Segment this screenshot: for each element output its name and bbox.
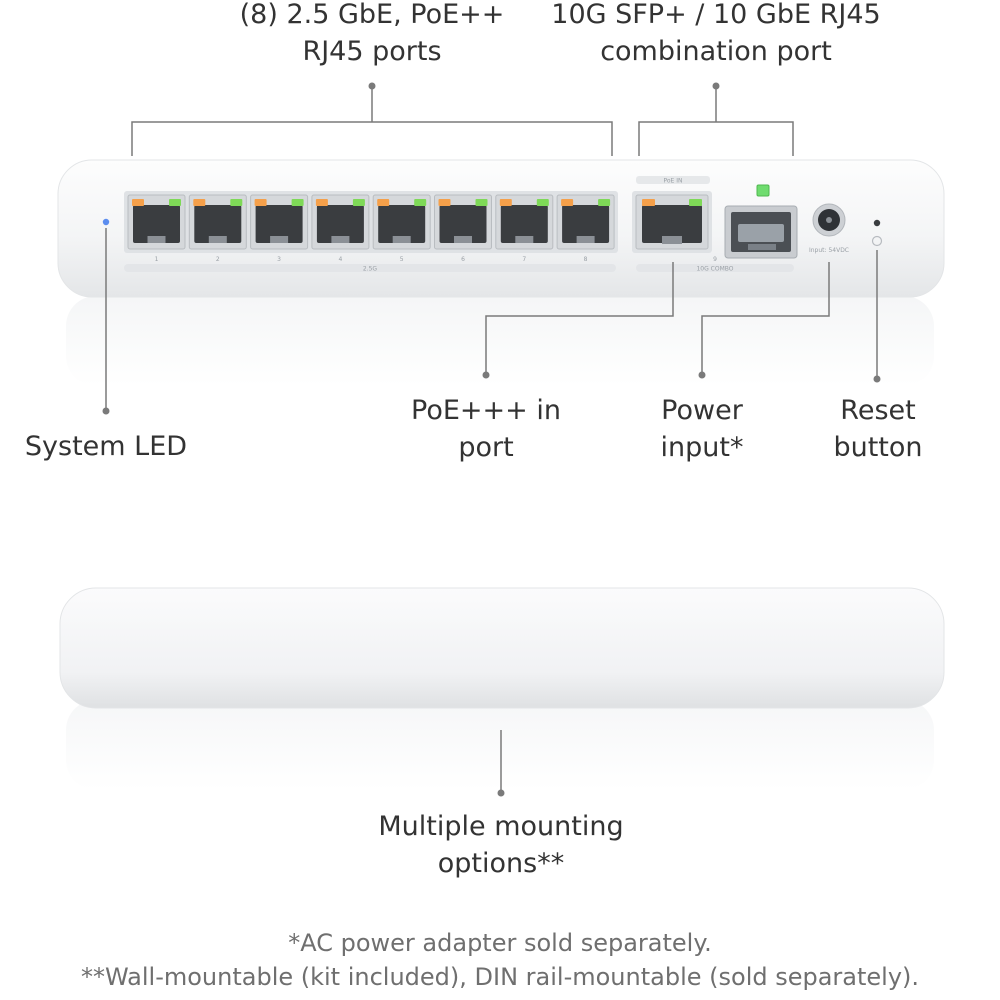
- port-activity-led: [438, 199, 451, 206]
- rj45-port-6[interactable]: 6: [434, 194, 492, 263]
- poe-in-line: [485, 262, 674, 374]
- combo-port-label-line1: 10G SFP+ / 10 GbE RJ45: [551, 0, 881, 30]
- port-number-label: 5: [400, 256, 404, 263]
- combo-port-number: 9: [713, 256, 717, 263]
- poe-in-port-label-line2: port: [458, 432, 514, 463]
- poe-in-activity-led: [642, 199, 655, 206]
- rj45-port-group: 2.5G 1 2 3 4 5 6 7 8: [124, 191, 618, 273]
- rj45-port-7[interactable]: 7: [495, 194, 554, 263]
- rj45-port-5[interactable]: 5: [372, 194, 431, 263]
- rj45-bracket: [131, 86, 613, 156]
- callout-lines: [105, 86, 878, 792]
- footnote-mounting: **Wall-mountable (kit included), DIN rai…: [80, 963, 920, 991]
- switch-side-view: [59, 587, 945, 790]
- rj45-port-4[interactable]: 4: [311, 194, 370, 263]
- device-reflection: [66, 296, 934, 386]
- port-number-label: 4: [338, 256, 342, 263]
- port-link-led: [352, 199, 365, 206]
- port-number-label: 3: [277, 256, 281, 263]
- port-link-led: [598, 199, 611, 206]
- system-led-label: System LED: [24, 431, 188, 462]
- power-input-line: [701, 262, 830, 374]
- side-chassis: [59, 587, 945, 709]
- port-activity-led: [561, 199, 574, 206]
- poe-in-port-label: PoE+++ in port: [396, 392, 576, 466]
- port-link-led: [230, 199, 243, 206]
- port-activity-led: [315, 199, 328, 206]
- sfp-plus-cage[interactable]: [724, 184, 798, 259]
- callout-dots: [102, 82, 881, 797]
- port-number-label: 8: [584, 256, 588, 263]
- port-speed-label: 2.5G: [363, 266, 378, 273]
- port-link-led: [291, 199, 304, 206]
- poe-in-port-label-line1: PoE+++ in: [411, 395, 561, 426]
- rj45-ports-label-line1: (8) 2.5 GbE, PoE++: [239, 0, 505, 30]
- port-number-label: 7: [522, 256, 526, 263]
- port-activity-led: [499, 199, 512, 206]
- reset-button-label-line2: button: [833, 432, 923, 463]
- rj45-ports-label: (8) 2.5 GbE, PoE++ RJ45 ports: [222, 0, 522, 70]
- port-link-led: [475, 199, 488, 206]
- rj45-port-1[interactable]: 1: [127, 194, 186, 263]
- reset-icon: [871, 235, 883, 247]
- power-input-jack[interactable]: Input: 54VDC: [809, 203, 849, 254]
- combo-bracket: [638, 86, 794, 156]
- reset-button-label: Reset button: [816, 392, 940, 466]
- poe-in-port-group: PoE IN 9 10G COMBO: [632, 176, 794, 273]
- poe-in-rj45-port[interactable]: [635, 194, 709, 250]
- reset-button-label-line1: Reset: [840, 395, 916, 426]
- port-activity-led: [132, 199, 144, 206]
- port-activity-led: [377, 199, 390, 206]
- reset-button[interactable]: [871, 219, 883, 247]
- port-activity-led: [193, 199, 206, 206]
- poe-in-link-led: [689, 199, 702, 206]
- switch-front-view: 2.5G 1 2 3 4 5 6 7 8 PoE IN 9 10G COMBO: [57, 159, 945, 386]
- power-input-label: Power input*: [634, 392, 770, 466]
- port-number-label: 2: [216, 256, 220, 263]
- rj45-port-2[interactable]: 2: [188, 194, 247, 263]
- poe-in-label: PoE IN: [663, 178, 682, 185]
- power-input-label-line2: input*: [660, 432, 744, 463]
- port-number-label: 6: [461, 256, 465, 263]
- port-number-label: 1: [155, 256, 159, 263]
- rj45-ports-label-line2: RJ45 ports: [302, 36, 442, 67]
- rj45-port-8[interactable]: 8: [556, 194, 615, 263]
- port-link-led: [414, 199, 427, 206]
- side-reflection: [66, 700, 934, 790]
- sfp-status-led: [756, 184, 770, 197]
- mounting-options-label: Multiple mounting options**: [336, 808, 666, 882]
- mounting-options-label-line2: options**: [437, 848, 565, 879]
- combo-port-label-line2: combination port: [600, 36, 832, 67]
- port-activity-led: [254, 199, 267, 206]
- port-speed-strip: [124, 264, 616, 272]
- rj45-port-3[interactable]: 3: [250, 194, 309, 263]
- port-link-led: [169, 199, 181, 206]
- combo-label: 10G COMBO: [696, 266, 733, 273]
- power-rating-label: Input: 54VDC: [809, 247, 849, 254]
- power-input-label-line1: Power: [661, 395, 743, 426]
- mounting-options-label-line1: Multiple mounting: [378, 811, 624, 842]
- footnote-power-adapter: *AC power adapter sold separately.: [288, 929, 712, 957]
- combo-port-label: 10G SFP+ / 10 GbE RJ45 combination port: [531, 0, 901, 70]
- system-led: [102, 218, 110, 226]
- port-link-led: [536, 199, 549, 206]
